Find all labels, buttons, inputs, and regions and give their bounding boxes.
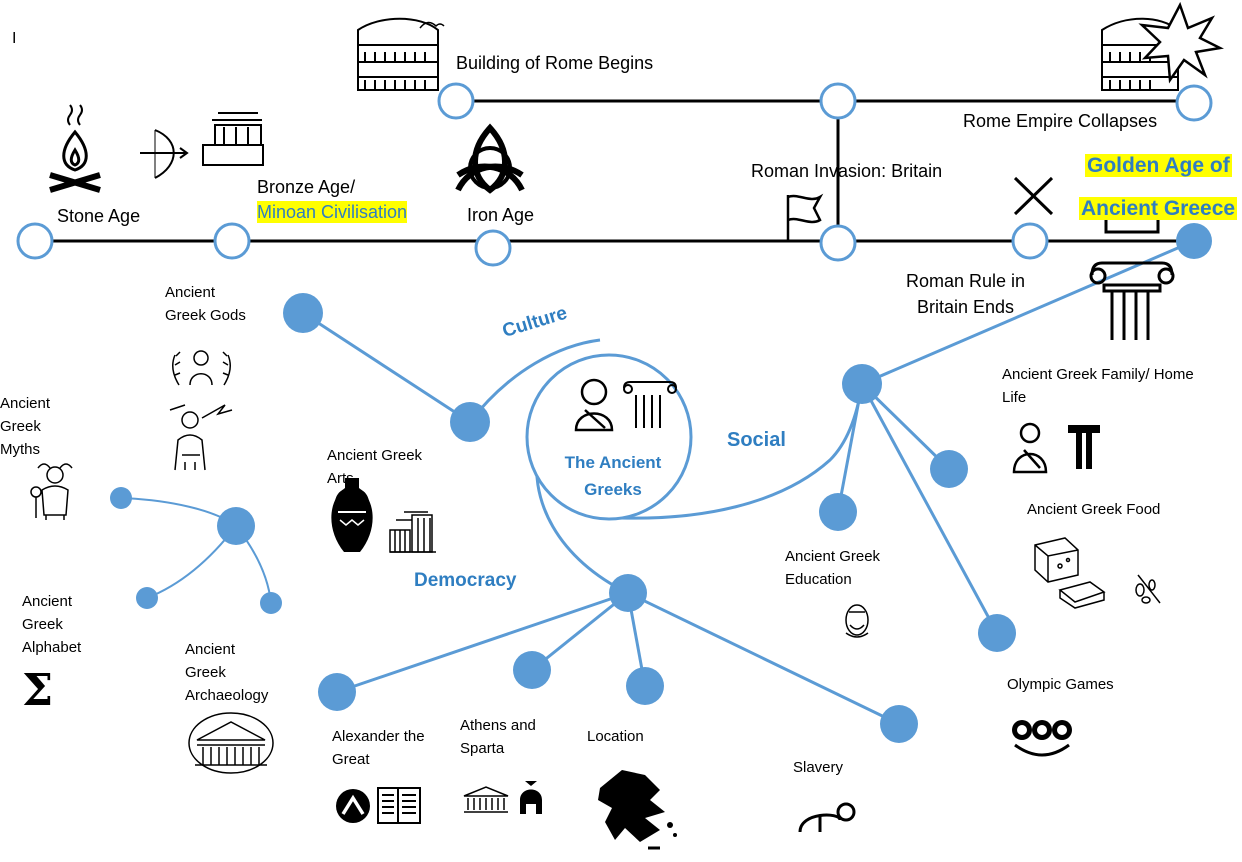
golden-age-label-2: Ancient Greece: [1079, 197, 1238, 220]
roman-invasion-label: Roman Invasion: Britain: [751, 161, 943, 181]
node-democracy-hub[interactable]: [609, 574, 647, 612]
connector-golden-age: [861, 239, 1195, 386]
explosion-icon: [1138, 1, 1224, 84]
bow-arrow-icon: [140, 129, 189, 179]
golden-age-label-1: Golden Age of: [1085, 154, 1232, 177]
iron-age-label: Iron Age: [467, 205, 535, 225]
connector-family: [860, 382, 951, 471]
temple-icon: [463, 786, 509, 813]
connector-education: [836, 383, 864, 513]
cross-icon: [1013, 176, 1054, 216]
timeline-node-roman-rule-ends[interactable]: [1011, 222, 1049, 260]
connector-olympics: [860, 383, 999, 634]
branch-social-label: Social: [727, 429, 786, 451]
god-icon: [172, 350, 231, 386]
cheese-icon: [1034, 537, 1106, 609]
olive-icon: [1135, 574, 1161, 604]
book-icon: [377, 787, 421, 824]
node-education[interactable]: [819, 493, 857, 531]
central-title-2: Greeks: [584, 480, 642, 499]
column-icon: [623, 381, 677, 428]
greece-map-icon: [598, 770, 677, 850]
connector-alexander: [336, 591, 629, 694]
stone-age-label: Stone Age: [57, 206, 141, 226]
roman-rule-label-1: Roman Rule in: [906, 271, 1026, 291]
timeline-node-golden-age[interactable]: [1176, 223, 1212, 259]
timeline-node-rome-middle[interactable]: [819, 82, 857, 120]
philosopher-icon: [574, 378, 614, 432]
node-culture-hub[interactable]: [450, 402, 490, 442]
timeline-node-stone-age[interactable]: [16, 222, 54, 260]
node-myths-hub[interactable]: [217, 507, 255, 545]
node-athens[interactable]: [513, 651, 551, 689]
node-family[interactable]: [930, 450, 968, 488]
node-slavery[interactable]: [880, 705, 918, 743]
node-social-hub[interactable]: [842, 364, 882, 404]
rome-begins-label: Building of Rome Begins: [456, 53, 654, 73]
text-cursor: I: [12, 30, 17, 47]
timeline-node-rome-begins[interactable]: [437, 82, 475, 120]
topic-food-label: Ancient Greek Food: [1027, 501, 1161, 518]
philosopher-icon: [845, 604, 869, 638]
roman-rule-label-2: Britain Ends: [917, 297, 1015, 317]
helmet-icon: [520, 781, 542, 814]
topic-slavery-label: Slavery: [793, 759, 844, 776]
connector-athens: [531, 591, 629, 672]
timeline-node-bronze-age[interactable]: [213, 222, 251, 260]
parthenon-icon: [188, 712, 274, 774]
central-node[interactable]: [525, 353, 693, 521]
helmet-icon: [336, 789, 370, 823]
branch-democracy-label: Democracy: [414, 570, 517, 591]
node-olympics[interactable]: [978, 614, 1016, 652]
column-icon: [1068, 425, 1100, 469]
minotaur-icon: [30, 463, 73, 520]
bronze-age-label: Bronze Age/: [257, 177, 356, 197]
timeline-node-rome-collapses[interactable]: [1175, 84, 1213, 122]
colosseum-icon: [357, 17, 445, 91]
connector-gods: [302, 311, 471, 424]
node-archaeology[interactable]: [260, 592, 282, 614]
minoan-label: Minoan Civilisation: [257, 201, 408, 223]
timeline-node-roman-invasion[interactable]: [819, 224, 857, 262]
triquetra-icon: [455, 123, 525, 194]
topic-olympics-label: Olympic Games: [1007, 676, 1114, 693]
ruins-icon: [389, 511, 436, 553]
temple-icon: [202, 112, 264, 166]
node-location[interactable]: [626, 667, 664, 705]
olympic-rings-icon: [1012, 720, 1072, 757]
node-alexander[interactable]: [318, 673, 356, 711]
flag-icon: [786, 193, 824, 240]
connector-slavery: [627, 591, 900, 726]
node-myths[interactable]: [110, 487, 132, 509]
campfire-icon: [49, 104, 101, 193]
central-title-1: The Ancient: [564, 453, 662, 472]
node-gods[interactable]: [283, 293, 323, 333]
sigma-icon: Σ: [22, 665, 53, 716]
amphora-icon: [331, 478, 373, 552]
column-icon: [1089, 216, 1175, 340]
rome-collapses-label: Rome Empire Collapses: [963, 111, 1158, 131]
connector-culture: [468, 338, 601, 423]
node-alphabet[interactable]: [136, 587, 158, 609]
zeus-icon: [169, 404, 233, 471]
philosopher-icon: [1012, 422, 1048, 474]
chain-icon: [798, 802, 856, 833]
topic-location-label: Location: [587, 728, 644, 745]
timeline-node-iron-age[interactable]: [474, 229, 512, 267]
